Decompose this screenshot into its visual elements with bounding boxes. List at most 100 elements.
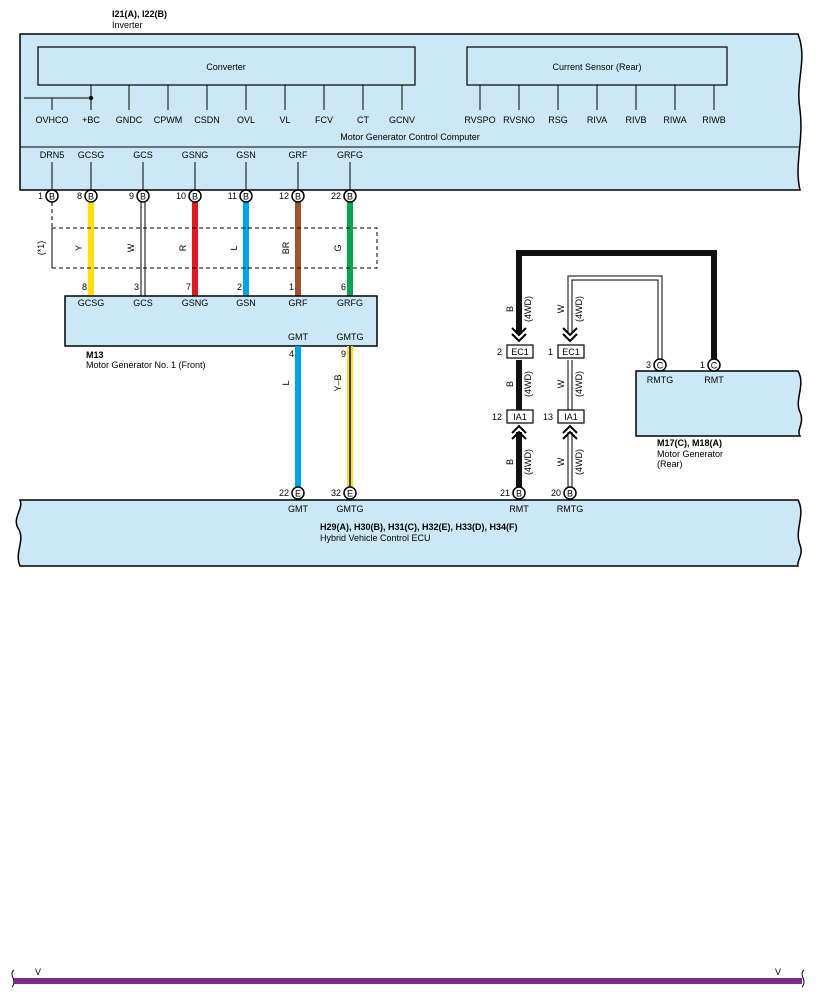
pin-rvspo: RVSPO xyxy=(464,115,495,125)
ia1-chevron-right xyxy=(562,424,578,440)
pin-riwa: RIWA xyxy=(663,115,686,125)
svg-text:E: E xyxy=(347,489,353,499)
ec1-label-left: EC1 xyxy=(511,347,529,357)
wirecolor-br: BR xyxy=(281,241,291,254)
converter-leads xyxy=(24,85,403,110)
svg-text:B: B xyxy=(88,192,94,202)
m17-code: M17(C), M18(A) xyxy=(657,438,722,448)
hv-ecu-panel xyxy=(15,499,802,567)
pin-csdn: CSDN xyxy=(194,115,220,125)
m13-num-8: 8 xyxy=(82,282,87,292)
m13-box xyxy=(64,295,378,347)
conn-num-1: 1 xyxy=(38,191,43,201)
m17-num-3: 3 xyxy=(646,360,651,370)
m13-pin-gmt: GMT xyxy=(288,332,308,342)
hv-connector-32: E xyxy=(343,486,357,500)
wire-b-rmt-upper xyxy=(516,250,717,362)
wirecolor-r: R xyxy=(178,244,188,251)
pin-grfg-top: GRFG xyxy=(337,150,363,160)
m17-connector-1: C xyxy=(707,358,721,372)
ec1-box-right xyxy=(557,344,585,359)
wirecolor-w-2: W xyxy=(556,379,566,388)
wirecolor-l: L xyxy=(229,245,239,250)
pin-riwb: RIWB xyxy=(702,115,726,125)
hv-pin-rmt: RMT xyxy=(509,504,529,514)
pin-ct: CT xyxy=(357,115,369,125)
pin-grf-top: GRF xyxy=(289,150,309,160)
pin-vl: VL xyxy=(279,115,290,125)
m13-name: Motor Generator No. 1 (Front) xyxy=(86,360,206,370)
ec1-chevron-left xyxy=(511,327,527,343)
pin-gsng-top: GSNG xyxy=(182,150,209,160)
wire-v-break-right xyxy=(801,969,805,988)
ec1-chevron-right xyxy=(562,327,578,343)
conn-num-8: 8 xyxy=(77,191,82,201)
svg-text:B: B xyxy=(347,192,353,202)
m17-box xyxy=(635,370,803,437)
hv-connector-20: B xyxy=(563,486,577,500)
pin-ovl: OVL xyxy=(237,115,255,125)
m13-num-6: 6 xyxy=(341,282,346,292)
wirecolor-w-1: W xyxy=(556,304,566,313)
svg-text:B: B xyxy=(295,192,301,202)
inverter-name: Inverter xyxy=(112,20,143,30)
hv-num-20: 20 xyxy=(551,488,561,498)
m13-pin-gmtg: GMTG xyxy=(337,332,364,342)
hv-connector-21: B xyxy=(512,486,526,500)
wirecolor-w: W xyxy=(126,243,136,252)
svg-text:B: B xyxy=(243,192,249,202)
hv-ecu-name: Hybrid Vehicle Control ECU xyxy=(320,533,431,543)
variant-4wd-5: (4WD) xyxy=(523,449,533,475)
pin-gcnv: GCNV xyxy=(389,115,415,125)
pin-rivb: RIVB xyxy=(625,115,646,125)
m13-pin-gcsg: GCSG xyxy=(78,298,105,308)
svg-text:B: B xyxy=(140,192,146,202)
ia1-num-13: 13 xyxy=(543,412,553,422)
converter-label: Converter xyxy=(206,62,246,72)
sensor-leads xyxy=(479,85,715,110)
m13-num-3: 3 xyxy=(134,282,139,292)
conn-num-11: 11 xyxy=(228,191,237,201)
shield-note: (*1) xyxy=(36,241,46,256)
m13-pin-gsng: GSNG xyxy=(182,298,209,308)
m13-code: M13 xyxy=(86,350,104,360)
ec1-num-1: 1 xyxy=(548,347,553,357)
pin-gndc: GNDC xyxy=(116,115,143,125)
m17-pin-rmtg: RMTG xyxy=(647,375,674,385)
pin-drn5: DRN5 xyxy=(40,150,65,160)
hv-num-22: 22 xyxy=(279,488,289,498)
variant-4wd-3: (4WD) xyxy=(523,371,533,397)
ia1-box-right xyxy=(557,409,585,424)
wirecolor-y: Y xyxy=(74,245,84,251)
svg-text:C: C xyxy=(657,361,664,371)
wirecolor-b-1: B xyxy=(505,306,515,312)
wirecolor-g: G xyxy=(333,244,343,251)
wirecolor-b-3: B xyxy=(505,459,515,465)
ia1-chevron-left xyxy=(511,424,527,440)
hv-ecu-code: H29(A), H30(B), H31(C), H32(E), H33(D), … xyxy=(320,522,518,532)
svg-text:C: C xyxy=(711,361,718,371)
m17-connector-3: C xyxy=(653,358,667,372)
conn-num-10: 10 xyxy=(176,191,186,201)
hv-pin-gmt: GMT xyxy=(288,504,308,514)
variant-4wd-1: (4WD) xyxy=(523,296,533,322)
m13-num-2: 2 xyxy=(237,282,242,292)
svg-text:E: E xyxy=(295,489,301,499)
wirecolor-b-2: B xyxy=(505,381,515,387)
m17-num-1: 1 xyxy=(700,360,705,370)
ec1-label-right: EC1 xyxy=(562,347,580,357)
svg-text:B: B xyxy=(567,489,573,499)
pin-gsn-top: GSN xyxy=(236,150,256,160)
variant-4wd-2: (4WD) xyxy=(574,296,584,322)
shield-dashed-box xyxy=(51,227,378,269)
wirecolor-v-left: V xyxy=(35,967,41,977)
m17-name-2: (Rear) xyxy=(657,459,683,469)
pin-rsg: RSG xyxy=(548,115,568,125)
inverter-code: I21(A), I22(B) xyxy=(112,9,167,19)
ec1-num-2: 2 xyxy=(497,347,502,357)
wire-w-rmtg-upper xyxy=(567,275,663,362)
svg-text:B: B xyxy=(49,192,55,202)
m13-pin-grf: GRF xyxy=(289,298,309,308)
wirecolor-yb-gmtg: Y–B xyxy=(333,374,343,391)
